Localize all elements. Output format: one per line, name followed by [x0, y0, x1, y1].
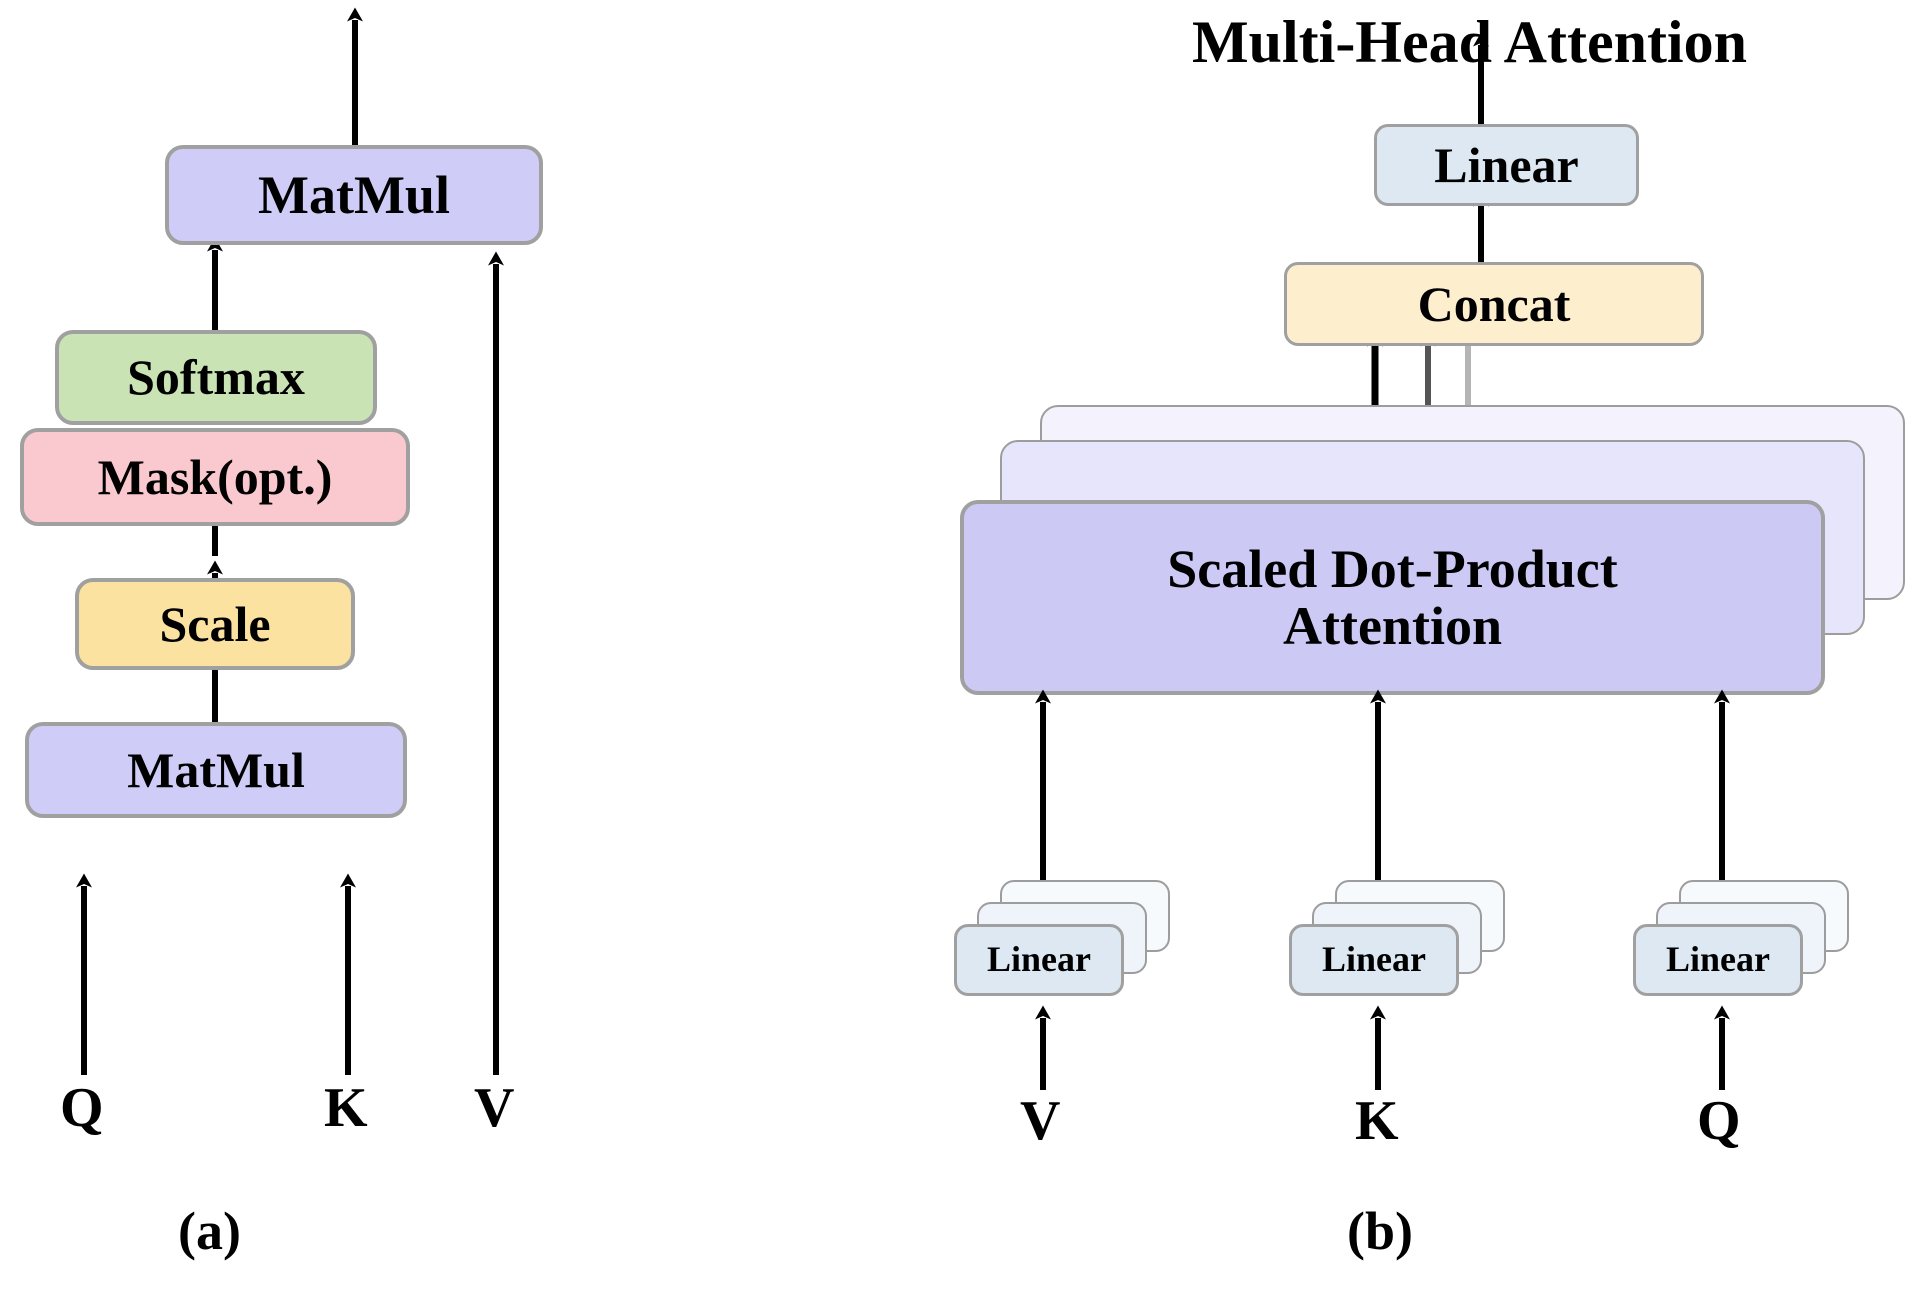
node-concat[interactable]: Concat	[1284, 262, 1704, 346]
input-label-q-b: Q	[1697, 1090, 1741, 1152]
node-label-line1: Scaled Dot-Product	[1167, 538, 1618, 599]
panel-b-title: Multi-Head Attention	[1192, 9, 1747, 75]
node-mask[interactable]: Mask(opt.)	[20, 428, 410, 526]
node-scale[interactable]: Scale	[75, 578, 355, 670]
input-label-v-a: V	[474, 1077, 515, 1139]
node-label: MatMul	[127, 741, 305, 798]
node-matmul-bottom[interactable]: MatMul	[25, 722, 407, 818]
node-label: Mask(opt.)	[97, 448, 333, 505]
node-softmax[interactable]: Softmax	[55, 330, 377, 425]
node-label: Linear	[1322, 939, 1426, 980]
node-label: Concat	[1417, 275, 1571, 332]
node-label: Linear	[987, 939, 1091, 980]
node-label: MatMul	[258, 164, 450, 225]
input-label-q-a: Q	[60, 1077, 104, 1139]
node-linear-output[interactable]: Linear	[1374, 124, 1639, 206]
node-label: Softmax	[127, 349, 305, 406]
panel-a-caption: (a)	[178, 1201, 241, 1261]
node-linear-v[interactable]: Linear	[954, 924, 1124, 996]
node-matmul-top[interactable]: MatMul	[165, 145, 543, 245]
node-label: Scale	[159, 595, 271, 652]
node-linear-k[interactable]: Linear	[1289, 924, 1459, 996]
panel-b-caption: (b)	[1347, 1201, 1413, 1261]
input-label-k-b: K	[1355, 1090, 1399, 1152]
input-label-v-b: V	[1020, 1090, 1061, 1152]
node-linear-q[interactable]: Linear	[1633, 924, 1803, 996]
node-label: Linear	[1434, 136, 1579, 193]
node-scaled-dot-product-attention[interactable]: Scaled Dot-Product Attention	[960, 500, 1825, 695]
input-label-k-a: K	[324, 1077, 368, 1139]
node-label-line2: Attention	[1283, 595, 1502, 656]
node-label: Linear	[1666, 939, 1770, 980]
